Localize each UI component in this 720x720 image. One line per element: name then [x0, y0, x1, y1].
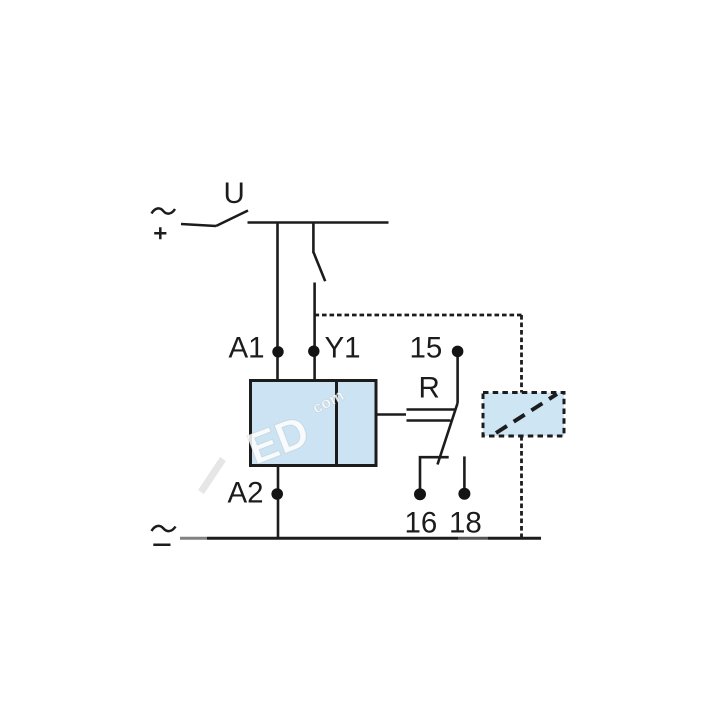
svg-text:15: 15	[410, 332, 443, 365]
svg-text:18: 18	[449, 507, 482, 540]
svg-text:16: 16	[405, 507, 438, 540]
svg-text:A2: A2	[228, 477, 264, 510]
svg-text:A1: A1	[229, 332, 265, 365]
svg-text:U: U	[224, 177, 245, 210]
svg-text:Y1: Y1	[325, 332, 361, 365]
svg-text:R: R	[419, 372, 440, 405]
